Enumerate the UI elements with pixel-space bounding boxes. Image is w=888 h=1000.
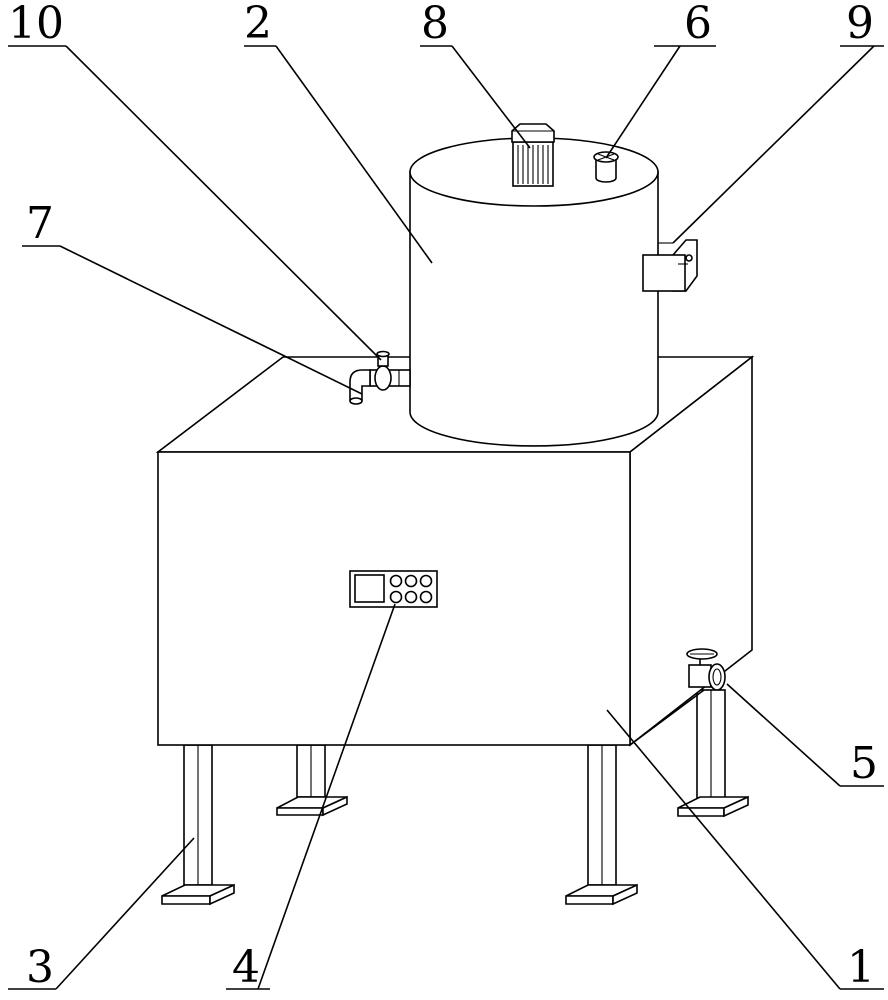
label-6: 6 [684, 0, 712, 49]
feed-port [593, 151, 619, 183]
label-8: 8 [421, 0, 449, 49]
leg-back-right [677, 689, 749, 818]
leg-front-left [161, 744, 235, 906]
label-2: 2 [244, 0, 272, 49]
label-4: 4 [232, 942, 260, 993]
label-9: 9 [846, 0, 874, 49]
panel-button [404, 574, 418, 588]
label-5: 5 [850, 738, 878, 789]
panel-button [404, 590, 418, 604]
discharge-valve [686, 648, 726, 691]
label-3: 3 [26, 942, 54, 993]
outlet-pipe [349, 350, 411, 405]
legs [161, 689, 749, 906]
panel-button [419, 574, 433, 588]
label-7: 7 [26, 198, 54, 249]
panel-display [354, 574, 385, 603]
label-1: 1 [847, 942, 875, 993]
panel-button [389, 574, 403, 588]
label-10: 10 [8, 0, 64, 49]
leg-back-left [276, 744, 348, 817]
control-panel [349, 570, 438, 608]
pipe-valve [374, 365, 392, 391]
panel-button [419, 590, 433, 604]
panel-button [389, 590, 403, 604]
leg-front-right [565, 744, 638, 906]
motor [511, 123, 555, 187]
side-box [642, 239, 698, 292]
leader-lines [8, 45, 884, 990]
reference-numerals: 10 2 8 6 9 7 5 3 4 1 [8, 0, 878, 993]
